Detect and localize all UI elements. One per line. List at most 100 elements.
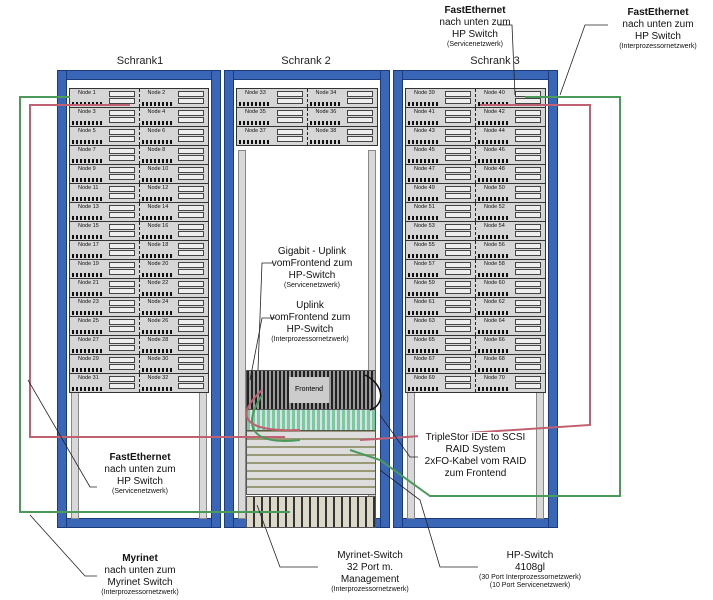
node[interactable]: Node 9 [70, 165, 140, 183]
node[interactable]: Node 14 [140, 203, 209, 221]
drive-bay [445, 110, 471, 116]
node[interactable]: Node 63 [406, 317, 476, 335]
drive-bay [276, 129, 303, 135]
node[interactable]: Node 5 [70, 127, 140, 145]
node[interactable]: Node 33 [237, 89, 308, 107]
node[interactable]: Node 61 [406, 298, 476, 316]
node[interactable]: Node 23 [70, 298, 140, 316]
node[interactable]: Node 6 [140, 127, 209, 145]
status-leds [478, 102, 508, 106]
node[interactable]: Node 66 [476, 336, 545, 354]
node[interactable]: Node 26 [140, 317, 209, 335]
node[interactable]: Node 56 [476, 241, 545, 259]
node[interactable]: Node 15 [70, 222, 140, 240]
node[interactable]: Node 67 [406, 355, 476, 373]
drive-bay [445, 376, 471, 382]
node[interactable]: Node 43 [406, 127, 476, 145]
node[interactable]: Node 36 [308, 108, 378, 126]
node[interactable]: Node 16 [140, 222, 209, 240]
node-label: Node 65 [414, 337, 435, 343]
drive-bay [445, 224, 471, 230]
node[interactable]: Node 41 [406, 108, 476, 126]
drive-bay [445, 319, 471, 325]
node[interactable]: Node 39 [406, 89, 476, 107]
node[interactable]: Node 64 [476, 317, 545, 335]
node[interactable]: Node 69 [406, 374, 476, 392]
node[interactable]: Node 58 [476, 260, 545, 278]
node[interactable]: Node 54 [476, 222, 545, 240]
node[interactable]: Node 37 [237, 127, 308, 145]
node[interactable]: Node 42 [476, 108, 545, 126]
drive-bay [515, 167, 541, 173]
node[interactable]: Node 11 [70, 184, 140, 202]
node[interactable]: Node 65 [406, 336, 476, 354]
node[interactable]: Node 50 [476, 184, 545, 202]
status-leds [72, 216, 102, 220]
node[interactable]: Node 12 [140, 184, 209, 202]
drive-bay [445, 212, 471, 218]
node[interactable]: Node 7 [70, 146, 140, 164]
node[interactable]: Node 3 [70, 108, 140, 126]
node[interactable]: Node 2 [140, 89, 209, 107]
node[interactable]: Node 22 [140, 279, 209, 297]
node[interactable]: Node 45 [406, 146, 476, 164]
node[interactable]: Node 24 [140, 298, 209, 316]
node[interactable]: Node 20 [140, 260, 209, 278]
status-leds [478, 140, 508, 144]
drive-bay [276, 136, 303, 142]
node[interactable]: Node 8 [140, 146, 209, 164]
node[interactable]: Node 17 [70, 241, 140, 259]
node[interactable]: Node 47 [406, 165, 476, 183]
drive-bay [276, 117, 303, 123]
node[interactable]: Node 40 [476, 89, 545, 107]
node[interactable]: Node 29 [70, 355, 140, 373]
drive-bay [178, 193, 204, 199]
node[interactable]: Node 19 [70, 260, 140, 278]
node[interactable]: Node 30 [140, 355, 209, 373]
status-leds [478, 197, 508, 201]
node[interactable]: Node 48 [476, 165, 545, 183]
node-label: Node 24 [147, 299, 169, 305]
status-leds [141, 216, 172, 220]
drive-bay [445, 307, 471, 313]
node[interactable]: Node 28 [140, 336, 209, 354]
status-leds [478, 159, 508, 163]
node[interactable]: Node 18 [140, 241, 209, 259]
node[interactable]: Node 68 [476, 355, 545, 373]
node[interactable]: Node 46 [476, 146, 545, 164]
node[interactable]: Node 44 [476, 127, 545, 145]
status-leds [72, 140, 102, 144]
node[interactable]: Node 4 [140, 108, 209, 126]
status-leds [72, 292, 102, 296]
status-leds [408, 102, 438, 106]
node[interactable]: Node 1 [70, 89, 140, 107]
drive-bay [445, 205, 471, 211]
node[interactable]: Node 70 [476, 374, 545, 392]
node[interactable]: Node 57 [406, 260, 476, 278]
node[interactable]: Node 52 [476, 203, 545, 221]
node[interactable]: Node 34 [308, 89, 378, 107]
node[interactable]: Node 32 [140, 374, 209, 392]
node[interactable]: Node 35 [237, 108, 308, 126]
node[interactable]: Node 13 [70, 203, 140, 221]
node[interactable]: Node 55 [406, 241, 476, 259]
node[interactable]: Node 60 [476, 279, 545, 297]
node[interactable]: Node 49 [406, 184, 476, 202]
node[interactable]: Node 27 [70, 336, 140, 354]
node[interactable]: Node 25 [70, 317, 140, 335]
node[interactable]: Node 53 [406, 222, 476, 240]
node[interactable]: Node 38 [308, 127, 378, 145]
node[interactable]: Node 21 [70, 279, 140, 297]
drive-bay [178, 174, 204, 180]
node[interactable]: Node 10 [140, 165, 209, 183]
node[interactable]: Node 59 [406, 279, 476, 297]
node[interactable]: Node 31 [70, 374, 140, 392]
node[interactable]: Node 51 [406, 203, 476, 221]
node[interactable]: Node 62 [476, 298, 545, 316]
